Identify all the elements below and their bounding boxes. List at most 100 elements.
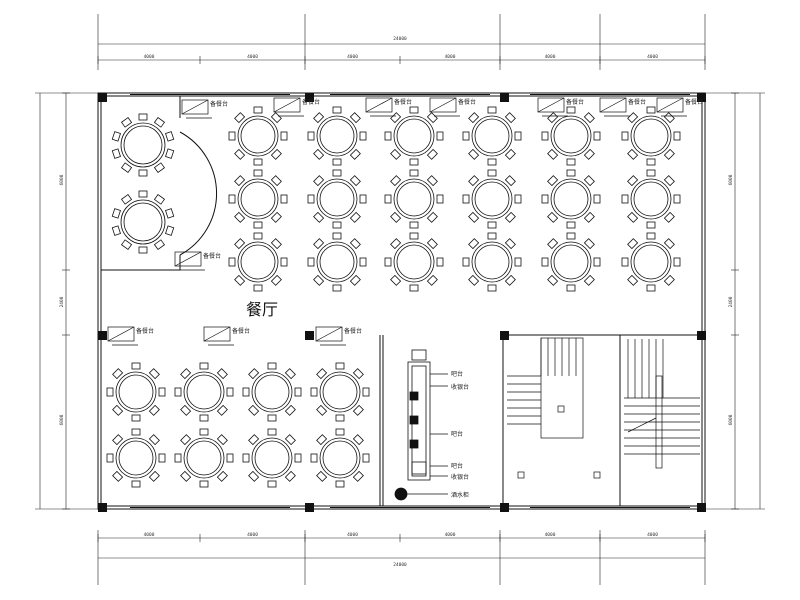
room-name-label: 餐厅 <box>246 300 278 319</box>
hall-table-2-4-top-inner <box>553 244 589 280</box>
hall-table-1-5-chair-4 <box>621 194 629 204</box>
hall-table-1-1-chair-5 <box>313 175 325 187</box>
left-dim-seg-0: 6000 <box>59 174 65 185</box>
hall-table-1-1-top-inner <box>319 181 355 217</box>
hall-table-1-0-chair-3 <box>234 211 246 223</box>
top-seg-seg-1: 4000 <box>247 54 258 60</box>
hall-table-0-2-chair-5 <box>390 112 402 124</box>
top-cabinet-2-label: 备餐台 <box>458 98 476 106</box>
private-table-1-chair-8 <box>153 117 166 128</box>
hall-table-2-0-top-inner <box>240 244 276 280</box>
lower-table-1-0-top-outer <box>115 437 157 479</box>
hall-table-2-5-chair-2 <box>646 284 656 292</box>
hall-table-0-5-chair-7 <box>663 112 675 124</box>
lower-table-0-2-chair-2 <box>267 414 277 422</box>
hall-table-1-1-chair-4 <box>307 194 315 204</box>
top-seg-seg-4: 4000 <box>545 54 556 60</box>
hall-table-1-4-chair-0 <box>593 194 601 204</box>
lower-table-0-3-chair-0 <box>362 387 370 397</box>
hall-table-1-3-chair-0 <box>514 194 522 204</box>
lower-table-1-1 <box>174 428 234 488</box>
hall-table-1-3-top-inner <box>474 181 510 217</box>
hall-table-1-5-chair-3 <box>627 211 639 223</box>
hall-table-0-2-chair-2 <box>409 158 419 166</box>
hall-table-2-0-chair-0 <box>280 257 288 267</box>
bar-label-3: 吧台 <box>451 462 463 470</box>
left-dim-seg-2: 6000 <box>59 414 65 425</box>
mid-cabinet-0-diag <box>107 326 135 342</box>
stair-left-marker <box>557 405 565 413</box>
mid-cabinet-0-box <box>107 326 135 342</box>
hall-table-0-3-chair-7 <box>504 112 516 124</box>
lower-table-0-0-chair-6 <box>131 362 141 370</box>
hall-table-1-1-chair-6 <box>332 169 342 177</box>
hall-table-1-5-chair-7 <box>663 175 675 187</box>
private-table-1 <box>111 113 175 177</box>
hall-table-1-5-chair-5 <box>627 175 639 187</box>
stair-right-arrow <box>627 417 657 433</box>
hall-table-2-3-chair-3 <box>468 274 480 286</box>
hall-table-1-3-chair-3 <box>468 211 480 223</box>
hall-table-1-5-chair-0 <box>673 194 681 204</box>
hall-table-1-3-chair-4 <box>462 194 470 204</box>
hall-table-2-4-chair-2 <box>566 284 576 292</box>
hall-table-1-4-chair-3 <box>547 211 559 223</box>
right-dim-seg-1: 2400 <box>728 296 734 307</box>
hall-table-2-1-top-outer <box>316 241 358 283</box>
lower-table-1-2-chair-3 <box>248 470 260 482</box>
hall-table-2-3-chair-2 <box>487 284 497 292</box>
hall-table-1-1-chair-7 <box>349 175 361 187</box>
stairwells <box>507 337 700 479</box>
lower-table-1-2-top-inner <box>254 440 290 476</box>
hall-table-0-3 <box>462 106 522 166</box>
lower-table-1-1-chair-7 <box>216 434 228 446</box>
lower-table-1-2-chair-1 <box>284 470 296 482</box>
hall-table-2-5-chair-3 <box>627 274 639 286</box>
walls <box>97 92 706 510</box>
mid-cabinet-1-label: 备餐台 <box>232 327 250 335</box>
inner-wall <box>100 95 703 507</box>
hall-table-1-3-chair-1 <box>504 211 516 223</box>
hall-table-0-0-chair-4 <box>228 131 236 141</box>
hall-table-2-1-chair-1 <box>349 274 361 286</box>
hall-table-0-2-top-outer <box>393 115 435 157</box>
hall-table-2-0-top-outer <box>237 241 279 283</box>
hall-table-0-2 <box>384 106 444 166</box>
hall-table-1-0-chair-1 <box>270 211 282 223</box>
bar-bottom-box <box>411 461 427 475</box>
hall-table-0-0-chair-0 <box>280 131 288 141</box>
hall-table-1-2-chair-1 <box>426 211 438 223</box>
private-table-2-chair-5 <box>111 208 121 219</box>
hall-table-2-1-chair-6 <box>332 232 342 240</box>
hall-table-2-3-chair-4 <box>462 257 470 267</box>
hall-table-0-4-chair-4 <box>541 131 549 141</box>
hall-table-2-3-chair-0 <box>514 257 522 267</box>
hall-table-0-4-chair-3 <box>547 148 559 160</box>
top-cabinet-2-box <box>429 97 457 113</box>
hall-table-1-2 <box>384 169 444 229</box>
hall-table-1-3-chair-7 <box>504 175 516 187</box>
hall-table-1-0-chair-7 <box>270 175 282 187</box>
lower-table-0-1-chair-2 <box>199 414 209 422</box>
private-table-2-chair-7 <box>138 190 148 198</box>
lower-table-1-0-chair-7 <box>148 434 160 446</box>
hall-table-1-3 <box>462 169 522 229</box>
hall-table-0-5-chair-6 <box>646 106 656 114</box>
lower-table-1-0-chair-6 <box>131 428 141 436</box>
hall-table-2-1-chair-3 <box>313 274 325 286</box>
lower-table-0-0-top-outer <box>115 371 157 413</box>
hall-table-0-1-chair-5 <box>313 112 325 124</box>
hall-table-1-3-chair-6 <box>487 169 497 177</box>
lower-table-1-0-top-inner <box>118 440 154 476</box>
top-cabinet-0-label: 备餐台 <box>302 98 320 106</box>
hall-table-1-0 <box>228 169 288 229</box>
hall-table-0-4-chair-7 <box>583 112 595 124</box>
hall-table-2-0 <box>228 232 288 292</box>
columns <box>98 93 706 512</box>
top-cabinet-1-diag <box>365 97 393 113</box>
lower-table-1-3-chair-1 <box>352 470 364 482</box>
hall-table-2-5-chair-5 <box>627 238 639 250</box>
lower-table-1-3-chair-6 <box>335 428 345 436</box>
top-cabinet-4 <box>599 97 630 117</box>
